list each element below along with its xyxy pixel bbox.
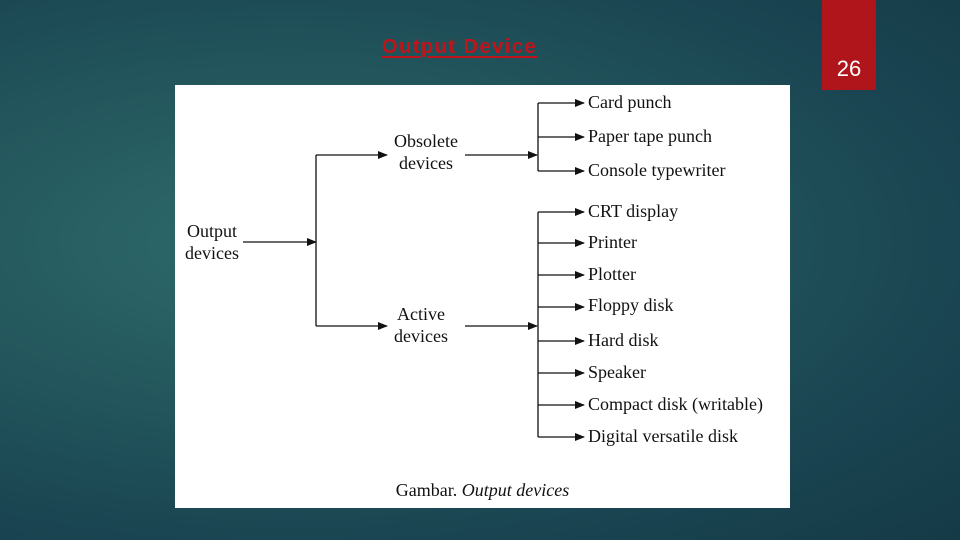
root-node-label: Output devices (179, 220, 245, 264)
page-number-tab: 26 (822, 0, 876, 90)
active-item: Printer (588, 232, 637, 252)
output-devices-diagram: Output devices Obsolete devices Active d… (175, 85, 790, 508)
slide-title: Output Device (382, 36, 538, 58)
root-node-line2: devices (185, 243, 239, 263)
active-item: CRT display (588, 201, 679, 221)
active-node-line2: devices (394, 326, 448, 346)
obsolete-item: Paper tape punch (588, 126, 712, 146)
root-node-line1: Output (186, 221, 237, 241)
obsolete-node-line1: Obsolete (394, 131, 458, 151)
obsolete-item: Card punch (588, 92, 672, 112)
active-item: Speaker (588, 362, 646, 382)
active-item: Digital versatile disk (588, 426, 738, 446)
obsolete-item: Console typewriter (588, 160, 726, 180)
figure-caption: Gambar. Output devices (175, 480, 790, 501)
active-item: Plotter (588, 264, 636, 284)
diagram-connectors (243, 99, 585, 441)
obsolete-node-label: Obsolete devices (388, 130, 464, 174)
active-item: Hard disk (588, 330, 659, 350)
obsolete-node-line2: devices (399, 153, 453, 173)
active-node-line1: Active (397, 304, 445, 324)
page-number: 26 (836, 56, 862, 81)
active-node-label: Active devices (388, 303, 454, 347)
caption-prefix: Gambar. (395, 480, 462, 500)
caption-italic: Output devices (461, 480, 570, 500)
active-item: Compact disk (writable) (588, 394, 763, 414)
active-item: Floppy disk (588, 295, 674, 315)
